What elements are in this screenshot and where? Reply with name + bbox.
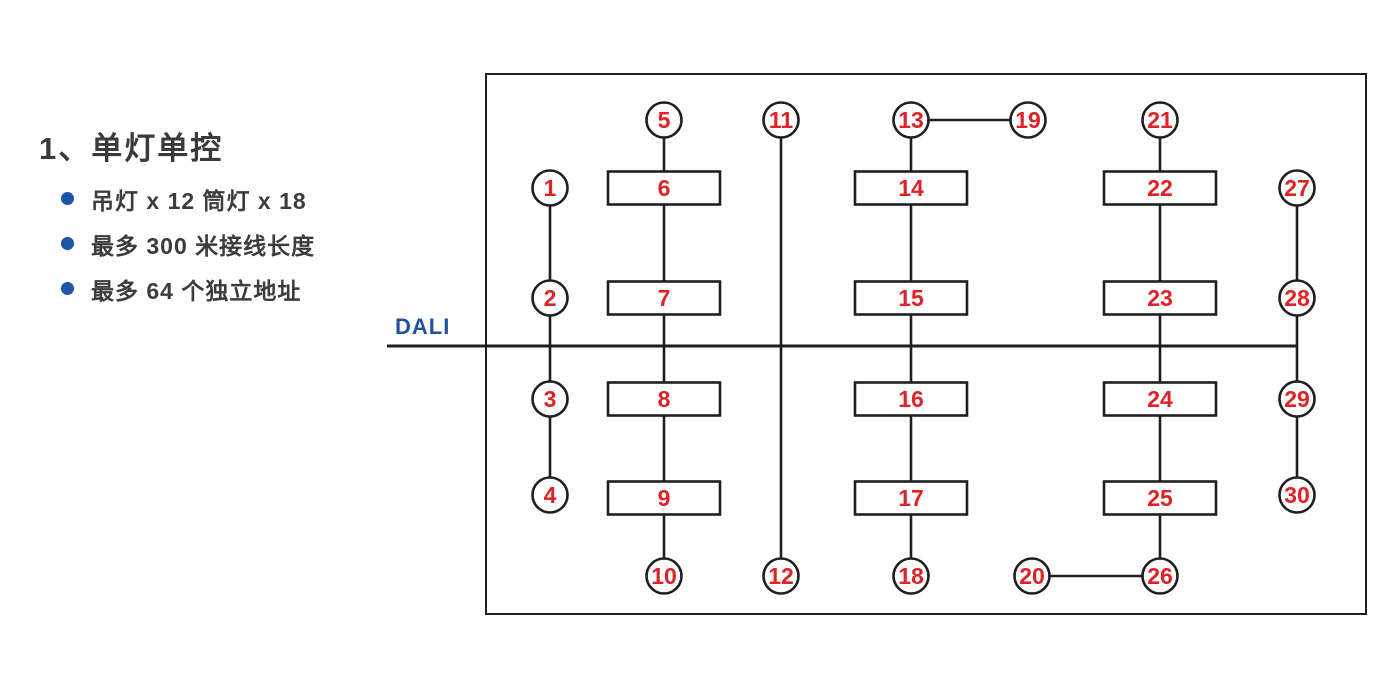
dali-bus-label: DALI xyxy=(395,314,451,339)
pendant-circle-26 xyxy=(1141,557,1179,595)
node-number-14: 14 xyxy=(898,175,924,201)
pendant-circle-21 xyxy=(1141,101,1179,139)
node-number-9: 9 xyxy=(658,485,671,511)
pendant-circle-11 xyxy=(762,101,800,139)
pendant-circle-2 xyxy=(531,279,569,317)
downlight-rect-22 xyxy=(1102,170,1218,206)
bullet-dot-icon xyxy=(61,192,74,205)
pendant-circle-10 xyxy=(645,557,683,595)
downlight-rect-23 xyxy=(1102,280,1218,316)
node-number-27: 27 xyxy=(1284,175,1310,201)
node-number-6: 6 xyxy=(658,175,671,201)
node-number-3: 3 xyxy=(544,386,557,412)
node-number-11: 11 xyxy=(769,107,794,133)
spec-item-lamp-counts: 吊灯 x 12 筒灯 x 18 xyxy=(61,176,315,221)
node-number-24: 24 xyxy=(1147,386,1173,412)
downlight-rect-16 xyxy=(853,381,969,417)
spec-item-label: 最多 64 个独立地址 xyxy=(91,277,302,304)
section-title: 1、单灯单控 xyxy=(39,131,224,166)
node-number-28: 28 xyxy=(1284,285,1310,311)
downlight-rect-17 xyxy=(853,480,969,516)
pendant-circle-4 xyxy=(531,476,569,514)
node-number-1: 1 xyxy=(544,175,557,201)
spec-item-max-addresses: 最多 64 个独立地址 xyxy=(61,266,315,311)
node-number-25: 25 xyxy=(1147,485,1173,511)
pendant-circle-18 xyxy=(892,557,930,595)
node-number-23: 23 xyxy=(1147,285,1173,311)
pendant-circle-20 xyxy=(1013,557,1051,595)
pendant-circle-27 xyxy=(1278,169,1316,207)
node-number-20: 20 xyxy=(1019,563,1045,589)
pendant-circle-19 xyxy=(1009,101,1047,139)
node-number-18: 18 xyxy=(898,563,924,589)
node-number-7: 7 xyxy=(658,285,671,311)
node-number-26: 26 xyxy=(1147,563,1173,589)
spec-item-label: 吊灯 x 12 筒灯 x 18 xyxy=(91,187,307,214)
spec-item-label: 最多 300 米接线长度 xyxy=(91,232,316,259)
node-number-22: 22 xyxy=(1147,175,1173,201)
node-number-5: 5 xyxy=(658,107,671,133)
spec-list: 吊灯 x 12 筒灯 x 18 最多 300 米接线长度 最多 64 个独立地址 xyxy=(61,176,315,311)
node-number-17: 17 xyxy=(898,485,924,511)
node-number-29: 29 xyxy=(1284,386,1310,412)
pendant-circle-1 xyxy=(531,169,569,207)
node-number-13: 13 xyxy=(898,107,924,133)
downlight-rect-14 xyxy=(853,170,969,206)
bullet-dot-icon xyxy=(61,237,74,250)
node-number-19: 19 xyxy=(1015,107,1041,133)
downlight-rect-15 xyxy=(853,280,969,316)
downlight-rect-9 xyxy=(606,480,722,516)
diagram-frame xyxy=(485,73,1367,615)
downlight-rect-8 xyxy=(606,381,722,417)
downlight-rect-6 xyxy=(606,170,722,206)
node-number-4: 4 xyxy=(544,482,557,508)
pendant-circle-30 xyxy=(1278,476,1316,514)
node-number-21: 21 xyxy=(1147,107,1173,133)
pendant-circle-12 xyxy=(762,557,800,595)
node-number-8: 8 xyxy=(658,386,671,412)
node-number-12: 12 xyxy=(768,563,794,589)
node-number-15: 15 xyxy=(898,285,924,311)
spec-item-max-wire-length: 最多 300 米接线长度 xyxy=(61,221,315,266)
pendant-circle-28 xyxy=(1278,279,1316,317)
downlight-rect-7 xyxy=(606,280,722,316)
pendant-circle-13 xyxy=(892,101,930,139)
pendant-circle-5 xyxy=(645,101,683,139)
node-number-30: 30 xyxy=(1284,482,1310,508)
downlight-rect-24 xyxy=(1102,381,1218,417)
pendant-circle-29 xyxy=(1278,380,1316,418)
bullet-dot-icon xyxy=(61,282,74,295)
node-number-10: 10 xyxy=(651,563,677,589)
downlight-rect-25 xyxy=(1102,480,1218,516)
pendant-circle-3 xyxy=(531,380,569,418)
node-number-16: 16 xyxy=(898,386,924,412)
node-number-2: 2 xyxy=(544,285,557,311)
